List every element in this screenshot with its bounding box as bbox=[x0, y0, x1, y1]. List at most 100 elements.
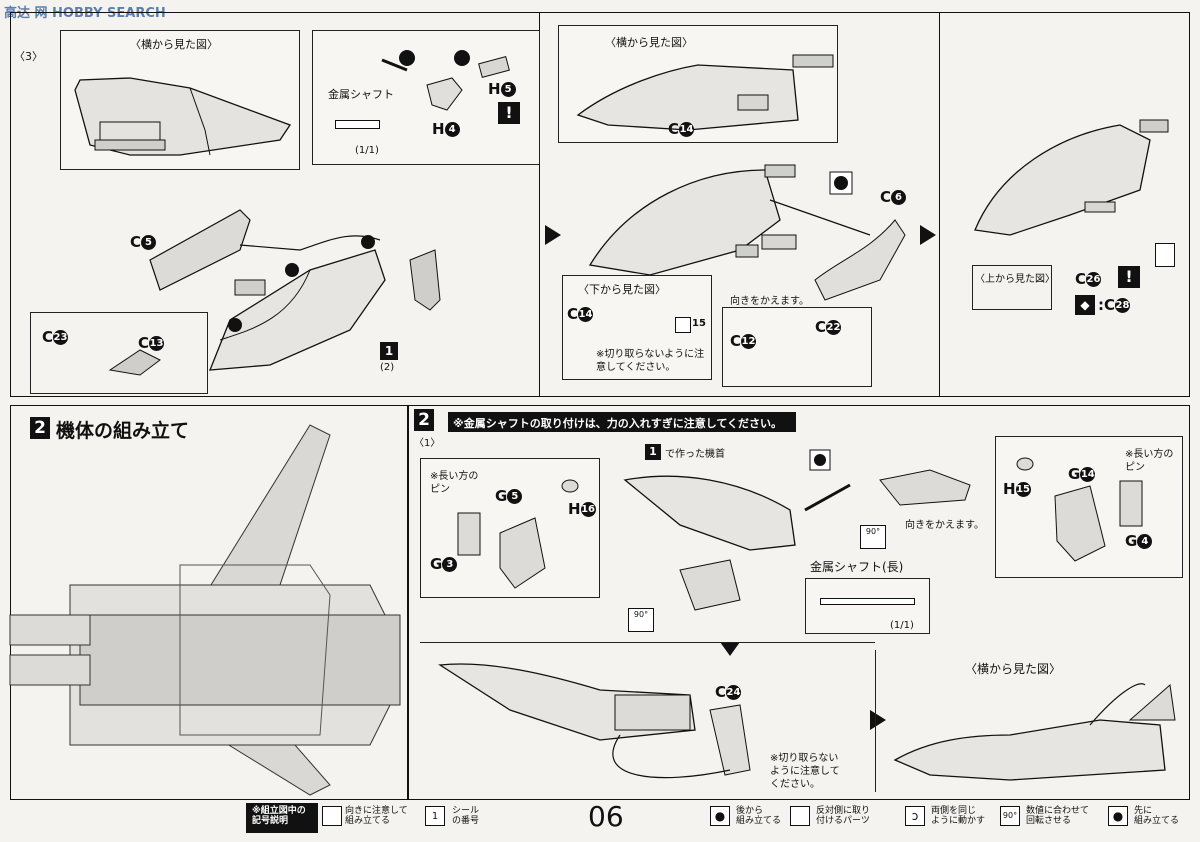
flow-arrow-2 bbox=[920, 225, 936, 245]
legend-mirror-text: 両側を同じ ように動かす bbox=[931, 806, 986, 826]
long-pin-label-right: ※長い方の ピン bbox=[1125, 449, 1174, 473]
side-view-label-3: 〈横から見た図〉 bbox=[965, 662, 1062, 676]
step1c-panel bbox=[940, 12, 1190, 397]
nose-drawing-3 bbox=[974, 119, 1169, 236]
metal-shaft-sample bbox=[335, 120, 380, 129]
step2-overview-panel bbox=[10, 405, 408, 800]
fuselage-assembly-drawing bbox=[438, 663, 751, 779]
nose-side-drawing-2 bbox=[576, 54, 834, 131]
sticker-15-num: 15 bbox=[692, 318, 706, 329]
metal-shaft-long-label: 金属シャフト(長) bbox=[810, 560, 904, 574]
opposite-icon: ◆ bbox=[1075, 295, 1095, 315]
rotate-90-icon-1: 90° bbox=[860, 525, 886, 549]
step2-sub: 〈1〉 bbox=[414, 438, 441, 449]
side-view-label-2: 〈横から見た図〉 bbox=[605, 36, 693, 49]
ref-step-badge: 1 bbox=[380, 342, 398, 360]
side-view-label-1: 〈横から見た図〉 bbox=[130, 38, 218, 51]
nose-ref-label: で作った機首 bbox=[665, 449, 725, 460]
shaft-scale-label: (1/1) bbox=[355, 145, 379, 156]
nose-assembly-drawing-2 bbox=[588, 164, 906, 301]
legend-caution-text: 向きに注意して 組み立てる bbox=[345, 806, 408, 826]
step1b-panel bbox=[540, 12, 940, 397]
part-c24: C24 bbox=[715, 683, 742, 701]
watermark-logo: 高达 网 HOBBY SEARCH bbox=[4, 6, 166, 21]
bottom-view-label: 〈下から見た図〉 bbox=[578, 283, 666, 296]
step2-caution-text: ※金属シャフトの取り付けは、力の入れすぎに注意してください。 bbox=[453, 417, 783, 430]
legend-later-icon: ● bbox=[710, 806, 730, 826]
fuselage-side-drawing bbox=[893, 683, 1176, 781]
flow-arrow-1 bbox=[545, 225, 561, 245]
step2-badge-right: 2 bbox=[414, 409, 434, 431]
legend-first-text: 先に 組み立てる bbox=[1134, 806, 1180, 826]
part-c23: C23 bbox=[42, 328, 69, 346]
part-c28: :C28 bbox=[1098, 296, 1131, 314]
rotate-90-icon-2: 90° bbox=[628, 608, 654, 632]
part-h16: H16 bbox=[568, 500, 596, 518]
step2-detail-panel bbox=[408, 405, 1190, 800]
nose-assembly-drawing-step2 bbox=[623, 449, 971, 611]
flow-arrow-down bbox=[720, 642, 740, 656]
nose-assembly-drawing-1 bbox=[108, 209, 441, 376]
part-c22: C22 bbox=[815, 318, 842, 336]
legend-rotate-text: 数値に合わせて 回転させる bbox=[1026, 806, 1090, 826]
shaft-long-box bbox=[805, 578, 930, 634]
step1-panel bbox=[10, 12, 540, 397]
caution-icon-c26: ! bbox=[1118, 266, 1140, 288]
legend-first-icon: ● bbox=[1108, 806, 1128, 826]
step2-caution-bar bbox=[448, 412, 796, 432]
legend-opposite-text: 反対側に取り 付けるパーツ bbox=[816, 806, 871, 826]
sticker-15-icon bbox=[675, 317, 691, 333]
legend-title: ※組立図中の 記号説明 bbox=[252, 806, 306, 826]
turn-label-1: 向きをかえます。 bbox=[730, 296, 809, 307]
step2-title: 機体の組み立て bbox=[56, 420, 190, 442]
top-view-label: 〈上から見た図〉 bbox=[975, 274, 1055, 285]
right-parts-drawing bbox=[1016, 457, 1143, 562]
legend-caution-icon: ! bbox=[322, 806, 342, 826]
legend-sticker-icon: 1 bbox=[425, 806, 445, 826]
turn-label-2: 向きをかえます。 bbox=[905, 520, 984, 531]
shaft-long-scale: (1/1) bbox=[890, 620, 914, 631]
page-number: 06 bbox=[588, 800, 624, 833]
part-c13: C13 bbox=[138, 334, 165, 352]
caution-cut-1: ※切り取らないように注意してください。 bbox=[596, 349, 705, 373]
plane-overview-drawing bbox=[9, 424, 401, 796]
bottom-assembly-area bbox=[420, 642, 875, 792]
caution-cut-2: ※切り取らない ように注意して ください。 bbox=[770, 753, 840, 790]
part-g14: G14 bbox=[1068, 465, 1096, 483]
top-view-box bbox=[972, 265, 1052, 310]
mirror-icon-1 bbox=[1155, 243, 1175, 267]
step2-number-badge: 2 bbox=[30, 417, 50, 439]
step1-substep: 〈3〉 bbox=[14, 50, 43, 63]
legend-mirror-icon: ɔ bbox=[905, 806, 925, 826]
part-h15: H15 bbox=[1003, 480, 1031, 498]
c23-c13-box bbox=[30, 312, 208, 394]
metal-shaft-long-sample bbox=[820, 598, 915, 605]
legend-rotate-icon: 90° bbox=[1000, 806, 1020, 826]
legend-later-text: 後から 組み立てる bbox=[736, 806, 782, 826]
legend-opposite-icon: ◆ bbox=[790, 806, 810, 826]
part-c12: C12 bbox=[730, 332, 757, 350]
left-parts-drawing bbox=[457, 479, 579, 589]
nose-ref-badge: 1 bbox=[645, 444, 661, 460]
metal-shaft-label: 金属シャフト bbox=[328, 88, 394, 101]
shaft-parts-box bbox=[312, 30, 540, 165]
long-pin-label-left: ※長い方の ピン bbox=[430, 471, 479, 495]
ref-substep: (2) bbox=[380, 362, 395, 373]
part-c14-bottom: C14 bbox=[567, 305, 594, 323]
part-c14-top: C14 bbox=[668, 120, 695, 138]
legend-sticker-text: シール の番号 bbox=[452, 806, 480, 826]
legend-title-box bbox=[246, 803, 318, 833]
side-view-box-3 bbox=[875, 650, 1183, 792]
shaft-parts-drawing bbox=[381, 50, 510, 111]
flow-arrow-3 bbox=[870, 710, 886, 730]
nose-side-drawing-1 bbox=[74, 77, 291, 156]
part-c26: C26 bbox=[1075, 270, 1102, 288]
caution-icon-h5: ! bbox=[498, 102, 520, 124]
